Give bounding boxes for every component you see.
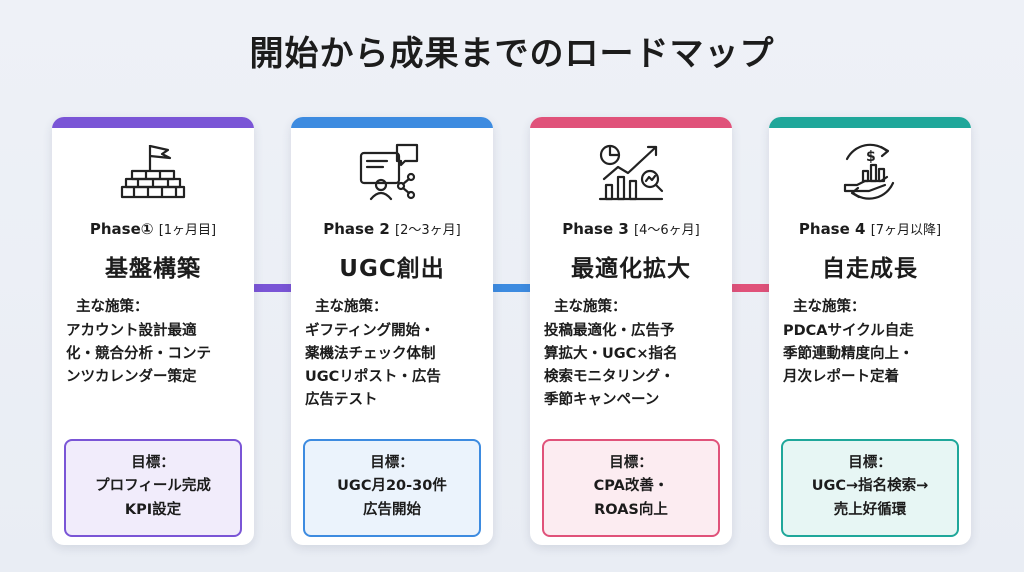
phase-4-measures: PDCAサイクル自走 季節連動精度向上・ 月次レポート定着 — [783, 323, 914, 385]
phase-2-goal-heading: 目標： — [370, 455, 414, 471]
phase-4-goal-box: 目標： UGC→指名検索→ 売上好循環 — [781, 439, 959, 537]
phase-3-measures: 投稿最適化・広告予 算拡大・UGC×指名 検索モニタリング・ 季節キャンペーン — [544, 323, 678, 408]
phase-3-name: 最適化拡大 — [571, 256, 691, 282]
social-share-user-icon — [357, 141, 427, 203]
phase-2-goal-box: 目標： UGC月20-30件 広告開始 — [303, 439, 481, 537]
phase-4-goal-heading: 目標： — [848, 455, 892, 471]
phase-2-goal: UGC月20-30件 広告開始 — [337, 478, 447, 518]
phase-connector-1-2 — [253, 281, 303, 295]
phase-4-name: 自走成長 — [822, 256, 918, 282]
page-title: 開始から成果までのロードマップ — [249, 34, 775, 74]
phase-connector-2-3 — [492, 281, 542, 295]
phase-3-label: Phase 3 [4〜6ヶ月] — [562, 220, 700, 238]
phase-card-2: Phase 2 [2〜3ヶ月] UGC創出 主な施策： ギフティング開始・ 薬機… — [291, 117, 493, 545]
phase-2-accent-bar — [291, 117, 493, 128]
phase-4-label: Phase 4 [7ヶ月以降] — [798, 220, 942, 238]
phase-3-goal-heading: 目標： — [609, 455, 653, 471]
phase-card-1: Phase① [1ヶ月目] 基盤構築 主な施策： アカウント設計最適 化・競合分… — [52, 117, 254, 545]
phase-2-name: UGC創出 — [339, 256, 445, 282]
phase-card-3: Phase 3 [4〜6ヶ月] 最適化拡大 主な施策： 投稿最適化・広告予 算拡… — [530, 117, 732, 545]
phase-1-measures-heading: 主な施策： — [76, 299, 149, 315]
phase-1-accent-bar — [52, 117, 254, 128]
phase-4-accent-bar — [769, 117, 971, 128]
phase-1-goal-box: 目標： プロフィール完成 KPI設定 — [64, 439, 242, 537]
phase-1-measures: アカウント設計最適 化・競合分析・コンテ ンツカレンダー策定 — [66, 323, 211, 385]
phase-2-measures-heading: 主な施策： — [315, 299, 388, 315]
phase-2-measures: ギフティング開始・ 薬機法チェック体制 UGCリポスト・広告 広告テスト — [305, 323, 441, 408]
svg-text:$: $ — [866, 149, 876, 165]
revenue-cycle-icon: $ — [835, 141, 905, 203]
phase-3-goal-box: 目標： CPA改善・ ROAS向上 — [542, 439, 720, 537]
phase-3-goal: CPA改善・ ROAS向上 — [593, 478, 669, 518]
phase-1-goal: プロフィール完成 KPI設定 — [95, 478, 211, 518]
phase-4-goal: UGC→指名検索→ 売上好循環 — [811, 478, 929, 518]
phase-2-label: Phase 2 [2〜3ヶ月] — [323, 220, 461, 238]
phase-3-accent-bar — [530, 117, 732, 128]
phase-3-measures-heading: 主な施策： — [554, 299, 627, 315]
phase-4-measures-heading: 主な施策： — [793, 299, 866, 315]
growth-chart-magnifier-icon — [596, 141, 666, 203]
phase-1-name: 基盤構築 — [105, 256, 201, 282]
phase-1-goal-heading: 目標： — [131, 455, 175, 471]
phase-1-label: Phase① [1ヶ月目] — [89, 220, 217, 238]
phase-card-4: $ Phase 4 [7ヶ月以降] 自走成長 主な施策： PDCAサイクル自走 … — [769, 117, 971, 545]
brick-wall-flag-icon — [118, 141, 188, 203]
phase-connector-3-4 — [731, 281, 781, 295]
